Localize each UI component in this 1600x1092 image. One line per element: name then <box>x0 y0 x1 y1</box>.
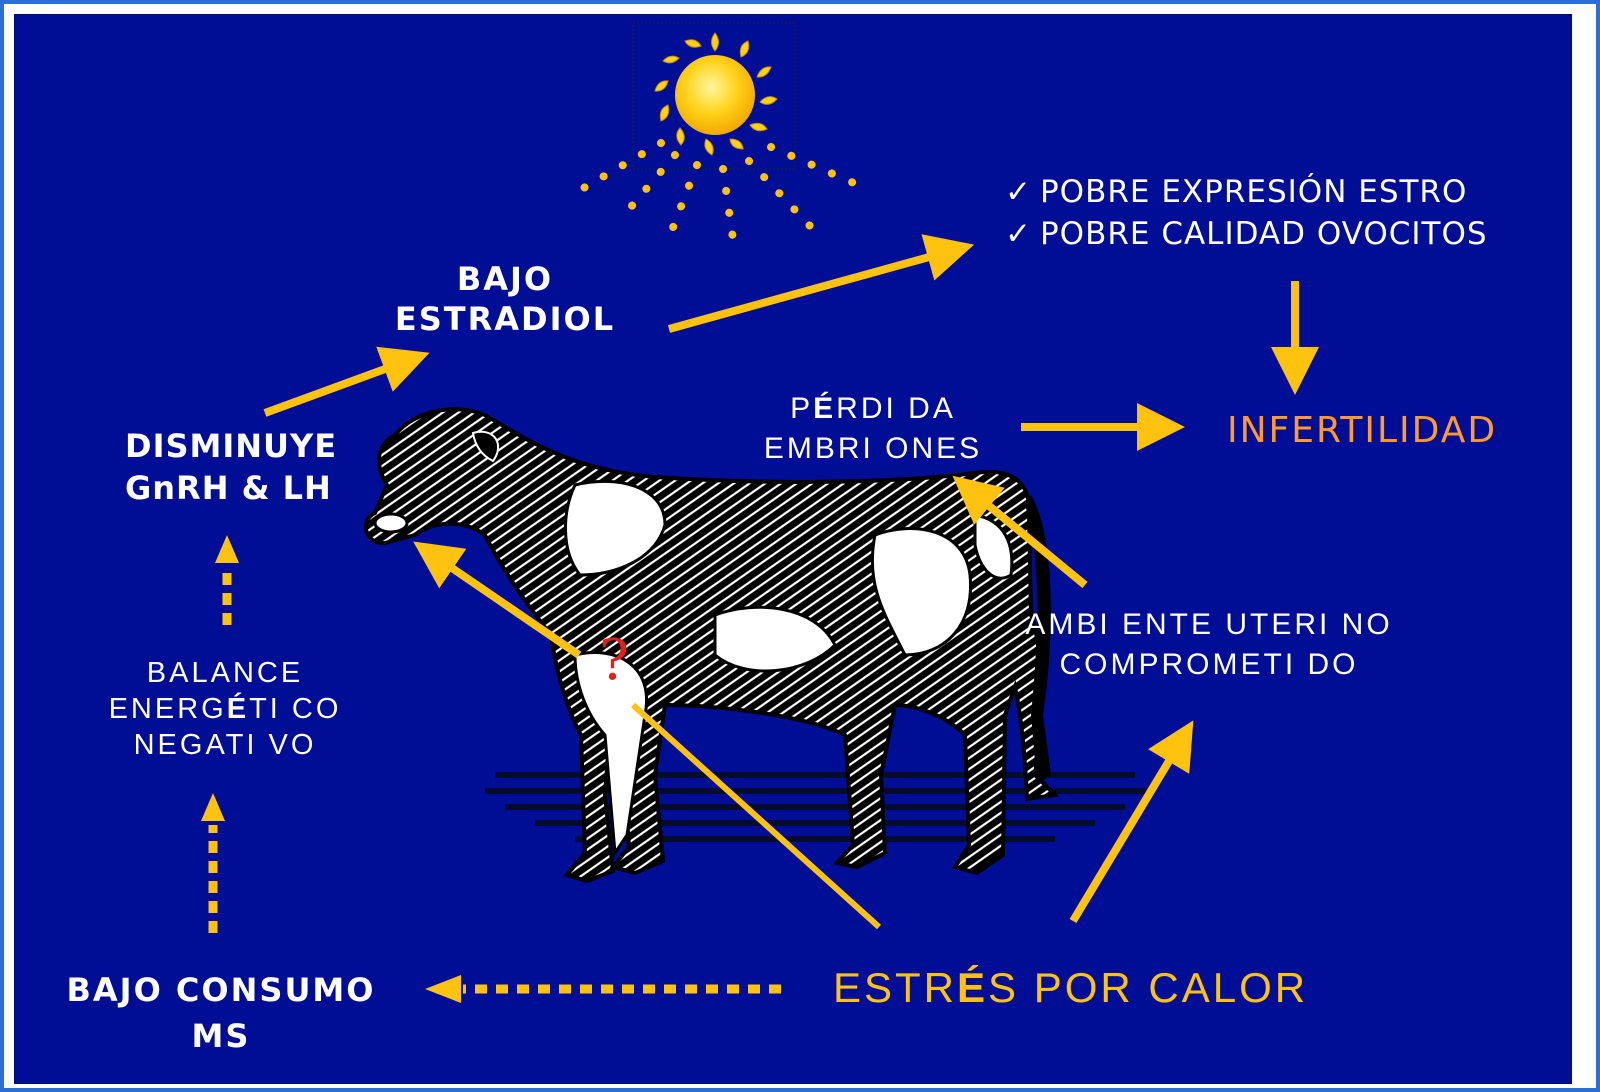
node-infertilidad: INFERTILIDAD <box>1227 410 1498 451</box>
node-bajo-estradiol-line2: ESTRADIOL <box>394 300 616 338</box>
node-disminuye: DISMINUYE GnRH & LH <box>125 425 337 509</box>
node-perdida-line1: PÉRDI DA <box>741 389 1005 429</box>
node-disminuye-line2: GnRH & LH <box>125 469 332 507</box>
node-perdida-line1-post: RDI DA <box>836 392 956 425</box>
node-balance-line2-post: TI CO <box>249 693 342 725</box>
node-ambiente-line2: COMPROMETI DO <box>1059 648 1359 681</box>
node-balance-line2: ENERGÉTI CO <box>95 691 355 727</box>
node-estres-por-calor: ESTRÉS POR CALOR <box>833 963 1308 1013</box>
arrows-solid <box>263 234 1319 930</box>
diagram-graphics <box>201 22 1319 1003</box>
node-bajo-estradiol-line1: BAJO <box>456 260 554 298</box>
node-disminuye-line1: DISMINUYE <box>125 427 338 465</box>
node-balance-line2-accent: É <box>226 693 250 725</box>
checklist-item: ✓POBRE CALIDAD OVOCITOS <box>1005 213 1488 255</box>
checklist-item-text: POBRE EXPRESIÓN ESTRO <box>1039 174 1468 210</box>
check-icon: ✓ <box>1005 174 1032 210</box>
node-perdida-line2: EMBRI ONES <box>763 432 983 465</box>
checklist-item-text: POBRE CALIDAD OVOCITOS <box>1039 216 1488 252</box>
node-bajo-consumo-line2: MS <box>191 1017 251 1055</box>
node-estres-pre: ESTR <box>833 964 958 1011</box>
checklist-item: ✓POBRE EXPRESIÓN ESTRO <box>1005 171 1488 213</box>
node-bajo-consumo-line1: BAJO CONSUMO <box>66 971 376 1009</box>
diagram-slide: BAJO ESTRADIOL DISMINUYE GnRH & LH BALAN… <box>14 14 1572 1084</box>
node-bajo-estradiol: BAJO ESTRADIOL <box>375 259 635 339</box>
node-perdida-line1-accent: É <box>813 392 837 425</box>
node-balance-energetico: BALANCE ENERGÉTI CO NEGATI VO <box>95 655 355 763</box>
node-estres-post: S POR CALOR <box>988 964 1309 1011</box>
question-mark: ? <box>599 628 630 693</box>
node-ambiente-uterino: AMBI ENTE UTERI NO COMPROMETI DO <box>1009 605 1409 685</box>
sun-icon <box>571 22 867 247</box>
node-ambiente-line1: AMBI ENTE UTERI NO <box>1025 608 1393 641</box>
node-balance-line3: NEGATI VO <box>133 729 317 761</box>
checklist: ✓POBRE EXPRESIÓN ESTRO ✓POBRE CALIDAD OV… <box>1005 171 1488 255</box>
cow-illustration <box>363 407 1145 884</box>
check-icon: ✓ <box>1005 216 1032 252</box>
node-perdida-embriones: PÉRDI DA EMBRI ONES <box>741 389 1005 469</box>
node-bajo-consumo: BAJO CONSUMO MS <box>41 967 401 1059</box>
node-perdida-line1-pre: P <box>790 392 814 425</box>
node-balance-line1: BALANCE <box>146 657 304 689</box>
node-estres-accent: É <box>957 964 989 1011</box>
arrows-dashed <box>201 535 781 1003</box>
node-balance-line2-pre: ENERG <box>108 693 227 725</box>
